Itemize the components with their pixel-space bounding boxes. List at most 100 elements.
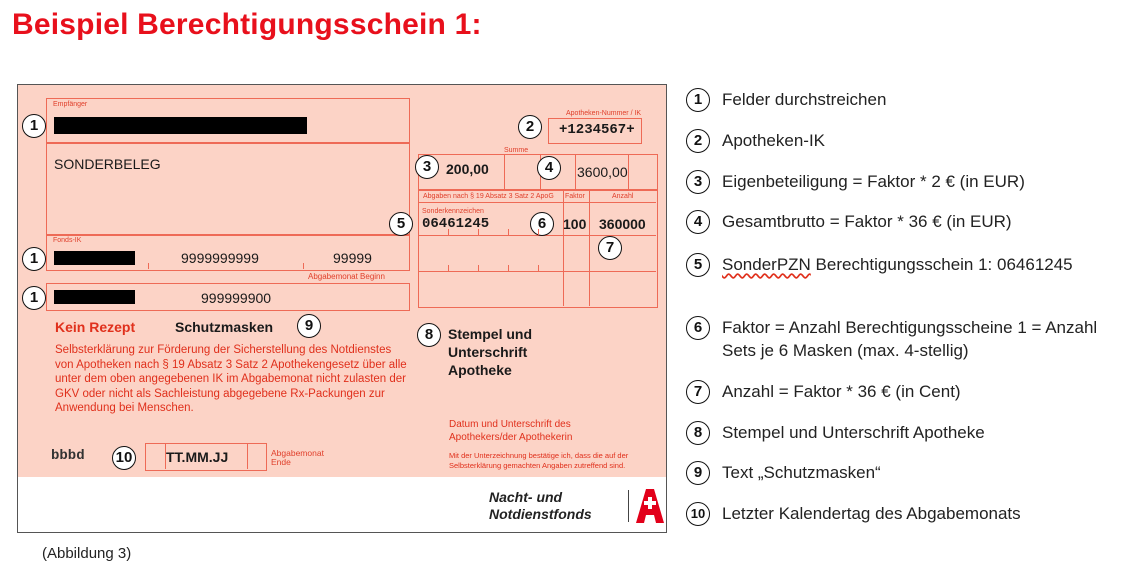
schutzmasken-text: Schutzmasken xyxy=(175,319,274,335)
datum-value: TT.MM.JJ xyxy=(166,449,229,465)
legend-text: SonderPZN Berechtigungsschein 1: 0646124… xyxy=(722,253,1107,276)
fonds-ik-box xyxy=(46,234,410,271)
marker-1: 1 xyxy=(22,247,46,271)
summe-divider xyxy=(504,154,506,189)
legend-item: 2 Apotheken-IK xyxy=(686,129,1107,153)
tick xyxy=(448,265,449,271)
figure-caption: (Abbildung 3) xyxy=(42,545,132,562)
marker-5: 5 xyxy=(389,212,413,236)
address-box xyxy=(46,142,410,236)
stempel-text: Stempel und Unterschrift Apotheke xyxy=(448,326,533,378)
legend-number: 9 xyxy=(686,461,710,485)
tick xyxy=(478,229,479,235)
selbsterklaerung-text: Selbsterklärung zur Förderung der Sicher… xyxy=(55,344,407,414)
form-pink-area xyxy=(18,85,666,477)
sonderkennzeichen-label: Sonderkennzeichen xyxy=(422,208,484,215)
marker-3: 3 xyxy=(415,155,439,179)
legend-number: 10 xyxy=(686,502,710,526)
tick xyxy=(538,229,539,235)
fonds-row-box xyxy=(46,283,410,311)
legend-item: 1 Felder durchstreichen xyxy=(686,88,1107,112)
legend-text: Felder durchstreichen xyxy=(722,90,887,109)
summe-label: Summe xyxy=(504,147,529,154)
tick xyxy=(538,265,539,271)
berechtigungsschein-form: Empfänger 1 SONDERBELEG Fonds-IK 9999999… xyxy=(17,84,667,533)
redaction-bar xyxy=(54,251,135,265)
legend-text: Gesamtbrutto = Faktor * 36 € (in EUR) xyxy=(722,212,1012,231)
abgaben-hline xyxy=(418,271,656,272)
bestaetigung-text: Mit der Unterzeichnung bestätige ich, da… xyxy=(449,451,629,470)
abgaben-hline xyxy=(418,235,656,236)
legend-text: Stempel und Unterschrift Apotheke xyxy=(722,423,985,442)
marker-4: 4 xyxy=(537,156,561,180)
anzahl-divider xyxy=(589,189,590,306)
abgaben-label: Abgaben nach § 19 Absatz 3 Satz 2 ApoG xyxy=(423,193,554,200)
marker-6: 6 xyxy=(530,212,554,236)
tick xyxy=(478,265,479,271)
legend-item: 9 Text „Schutzmasken“ xyxy=(686,461,1107,485)
logo-divider xyxy=(628,490,629,522)
code-text: bbbd xyxy=(51,448,85,464)
legend-text: Eigenbeteiligung = Faktor * 2 € (in EUR) xyxy=(722,172,1025,191)
apotheke-a-icon xyxy=(636,489,664,523)
legend-number: 1 xyxy=(686,88,710,112)
ik-value: +1234567+ xyxy=(559,122,635,138)
legend-number: 2 xyxy=(686,129,710,153)
redaction-bar xyxy=(54,290,135,304)
summe-divider xyxy=(628,154,630,189)
abgabemonat-beginn-label: Abgabemonat Beginn xyxy=(308,272,385,281)
marker-2: 2 xyxy=(518,115,542,139)
sonder-pzn-value: 06461245 xyxy=(422,216,490,232)
legend-number: 7 xyxy=(686,380,710,404)
legend-item: 10 Letzter Kalendertag des Abgabemonats xyxy=(686,502,1107,526)
legend-item: 3 Eigenbeteiligung = Faktor * 2 € (in EU… xyxy=(686,170,1107,194)
page-title: Beispiel Berechtigungsschein 1: xyxy=(12,8,482,41)
marker-1: 1 xyxy=(22,114,46,138)
marker-1: 1 xyxy=(22,286,46,310)
abgaben-box xyxy=(418,189,658,308)
legend-text: Anzahl = Faktor * 36 € (in Cent) xyxy=(722,382,961,401)
faktor-divider xyxy=(563,189,564,306)
legend-text: Faktor = Anzahl Berechtigungsscheine 1 =… xyxy=(722,318,1098,360)
anzahl-value: 360000 xyxy=(599,216,646,232)
legend-number: 8 xyxy=(686,421,710,445)
faktor-value: 100 xyxy=(563,216,587,232)
legend-number: 3 xyxy=(686,170,710,194)
legend-number: 4 xyxy=(686,210,710,234)
gesamtbrutto-value: 3600,00 xyxy=(577,164,628,180)
fonds-ik-value-2: 99999 xyxy=(333,250,372,266)
datum-divider xyxy=(247,443,248,469)
legend-item: 4 Gesamtbrutto = Faktor * 36 € (in EUR) xyxy=(686,210,1107,234)
marker-7: 7 xyxy=(598,236,622,260)
legend-text-b: Berechtigungsschein 1: 06461245 xyxy=(810,255,1073,274)
legend-item: 6 Faktor = Anzahl Berechtigungsscheine 1… xyxy=(686,316,1107,362)
faktor-label: Faktor xyxy=(565,193,585,200)
tick xyxy=(148,263,149,269)
tick xyxy=(448,229,449,235)
legend-text: Letzter Kalendertag des Abgabemonats xyxy=(722,504,1021,523)
sonderbeleg-text: SONDERBELEG xyxy=(54,156,161,172)
legend-number: 6 xyxy=(686,316,710,340)
fonds-ik-label: Fonds-IK xyxy=(53,237,82,244)
legend-number: 5 xyxy=(686,253,710,277)
logo-line-1: Nacht- und xyxy=(489,489,563,505)
marker-9: 9 xyxy=(297,314,321,338)
abgabemonat-ende-label: Abgabemonat Ende xyxy=(271,448,324,467)
tick xyxy=(508,229,509,235)
empfaenger-label: Empfänger xyxy=(53,101,88,108)
legend-item: 5 SonderPZN Berechtigungsschein 1: 06461… xyxy=(686,253,1107,277)
datum-unterschrift-label: Datum und Unterschrift des Apothekers/de… xyxy=(449,419,573,443)
anzahl-label: Anzahl xyxy=(612,193,634,200)
marker-8: 8 xyxy=(417,323,441,347)
marker-10: 10 xyxy=(112,446,136,470)
fonds-ik-value-1: 9999999999 xyxy=(181,250,259,266)
tick xyxy=(303,263,304,269)
eigenbeteiligung-value: 200,00 xyxy=(446,161,489,177)
datum-box xyxy=(145,443,267,471)
legend-text-a: SonderPZN xyxy=(722,255,811,274)
legend-item: 8 Stempel und Unterschrift Apotheke xyxy=(686,421,1107,445)
legend-item: 7 Anzahl = Faktor * 36 € (in Cent) xyxy=(686,380,1107,404)
summe-divider xyxy=(575,154,577,189)
legend-text: Text „Schutzmasken“ xyxy=(722,463,881,482)
ik-box xyxy=(548,118,642,144)
